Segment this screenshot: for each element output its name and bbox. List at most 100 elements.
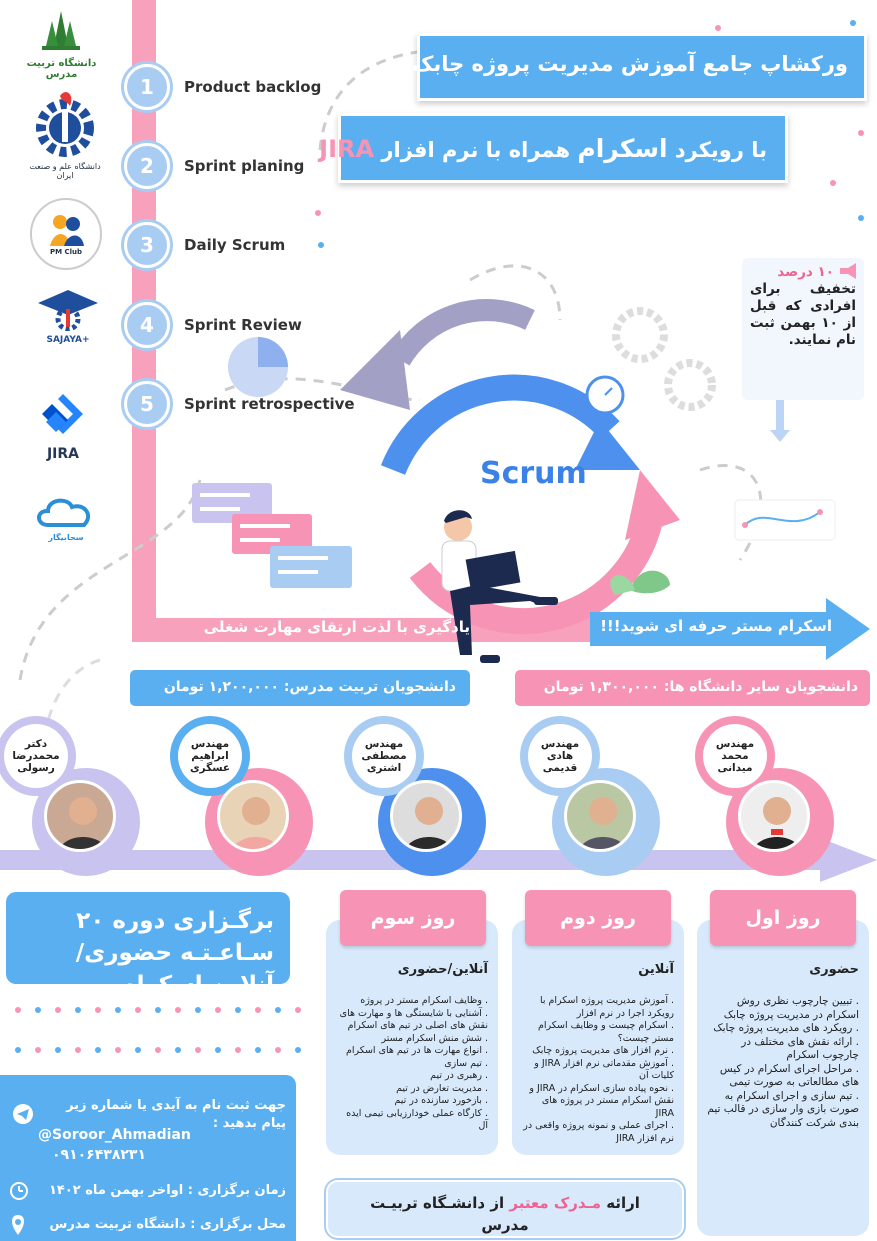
speaker-name: مهندس مصطفی اشتری — [352, 724, 416, 788]
sajaya-graduate-icon — [38, 290, 98, 332]
step-number: 5 — [124, 381, 170, 427]
decor-dot — [850, 20, 856, 26]
megaphone-icon — [840, 263, 856, 279]
cloud-icon — [37, 498, 91, 527]
day-mode: آنلاین/حضوری — [397, 962, 488, 977]
certificate-post: از دانشـگاه تربیـت مدرس — [370, 1194, 529, 1234]
alarm-clock-icon — [10, 1182, 28, 1200]
speaker-photo — [217, 780, 289, 852]
logo-iust: دانشگاه علم و صنعت ایران — [20, 88, 110, 180]
dotted-separator — [15, 1007, 301, 1053]
decor-dot — [830, 180, 836, 186]
speaker-name: دکتر محمدرضا رسولی — [4, 724, 68, 788]
step-label: Sprint planing — [184, 157, 305, 175]
speaker-photo — [564, 780, 636, 852]
step-number: 2 — [124, 143, 170, 189]
step-4: 4 Sprint Review — [124, 302, 302, 348]
step-label: Daily Scrum — [184, 236, 286, 254]
step-number: 1 — [124, 64, 170, 110]
logo-pmclub-text: PM Club — [49, 248, 83, 256]
logo-sajaya: SAJAYA+ — [28, 285, 108, 355]
contact-telegram[interactable]: @Soroor_Ahmadian — [38, 1127, 191, 1143]
contact-box: جهت ثبت نام به آیدی یا شماره زیر پیام بد… — [0, 1075, 296, 1241]
iust-gear-icon — [36, 92, 94, 157]
speaker-name: مهندس ابراهیم عسگری — [178, 724, 242, 788]
location-pin-icon — [11, 1215, 25, 1235]
contact-time: زمان برگزاری : اواخر بهمن ماه ۱۴۰۲ — [48, 1183, 286, 1198]
speaker-name: مهندس محمد میدانی — [703, 724, 767, 788]
day-item: . تیم سازی و اجرای اسکرام به صورت بازی و… — [707, 1089, 859, 1129]
day-item: . کارگاه عملی خودارزیابی تیمی ایده آل — [346, 1107, 488, 1132]
jira-icon — [42, 394, 83, 434]
decor-dot — [318, 242, 324, 248]
discount-highlight: ۱۰ درصد — [777, 264, 834, 280]
title-line-1: ورکشاپ جامع آموزش مدیریت پروژه چابک — [412, 33, 867, 101]
speakers-row: دکتر محمدرضا رسولی مهندس ابراهیم عسگری م… — [0, 720, 877, 876]
day-item: . اسکرام چیست و وظایف اسکرام مستر چیست؟ — [538, 1020, 674, 1044]
step-label: Sprint Review — [184, 316, 302, 334]
day-item: . وظایف اسکرام مستر در پروژه — [360, 995, 488, 1006]
day-item: . بازخورد سازنده در تیم — [394, 1095, 488, 1106]
day-item: . شش منش اسکرام مستر — [381, 1032, 488, 1044]
scrum-label: Scrum — [480, 456, 587, 491]
step-3: 3 Daily Scrum — [124, 222, 285, 268]
speaker-photo — [738, 780, 810, 852]
day-item: . رهبری در تیم — [430, 1070, 488, 1081]
price-others-value: ۱,۳۰۰,۰۰۰ تومان — [543, 679, 659, 695]
logo-sajaya-text: SAJAYA+ — [46, 335, 90, 345]
day-item: . اجرای عملی و نمونه پروژه واقعی در نرم … — [523, 1120, 674, 1144]
speaker-name: مهندس هادی قدیمی — [528, 724, 592, 788]
banner-left: یادگیری با لذت ارتقای مهارت شغلی — [203, 618, 470, 636]
price-others-label: دانشجویان سایر دانشگاه ها: — [663, 679, 858, 695]
pmclub-people-icon — [50, 215, 84, 246]
step-1: 1 Product backlog — [124, 64, 321, 110]
title-line-2-jira: JIRA — [319, 135, 375, 163]
day-mode: آنلاین — [638, 962, 674, 977]
banner-right-arrow — [590, 598, 872, 660]
certificate-pre: ارائه — [606, 1194, 640, 1212]
decor-dot — [315, 210, 321, 216]
title-line-1-text: ورکشاپ جامع آموزش مدیریت پروژه چابک — [411, 52, 848, 76]
person-laptop-illustration — [441, 510, 558, 663]
day-item: . نرم افزار های مدیریت پروژه چابک — [532, 1045, 674, 1056]
day-mode: حضوری — [809, 962, 859, 977]
title-line-2-mid: همراه با نرم افزار — [381, 138, 571, 162]
day-card-1: حضوری . تبیین چارچوب نظری روش اسکرام در … — [697, 920, 869, 1236]
day-item: . مراحل اجرای اسکرام در کیس های مطالعاتی… — [719, 1062, 859, 1089]
arrow-right-shape — [590, 598, 870, 660]
decor-dot — [858, 215, 864, 221]
certificate-bold: مـدرک معتبر — [509, 1194, 601, 1212]
day-item: . آشنایی با شایستگی ها و مهارت های نقش ه… — [339, 1007, 488, 1032]
day-item: . انواع مهارت ها در تیم های اسکرام — [345, 1045, 488, 1056]
day-item: . ارائه نقش های مختلف در چارچوب اسکرام — [741, 1035, 859, 1062]
title-line-2: با رویکرد اسکرام همراه با نرم افزار JIRA — [319, 113, 788, 183]
title-line-2-pre: با رویکرد — [674, 138, 767, 162]
logo-pmclub: PM Club — [30, 198, 102, 270]
day-item: . رویکرد های مدیریت پروژه چابک — [713, 1022, 859, 1034]
price-others: دانشجویان سایر دانشگاه ها: ۱,۳۰۰,۰۰۰ توم… — [515, 670, 870, 706]
discount-text: تخفیف برای افرادی که قبل از ۱۰ بهمن ثبت … — [750, 281, 856, 348]
decor-dot — [858, 130, 864, 136]
certificate-box: ارائه مـدرک معتبر از دانشـگاه تربیـت مدر… — [326, 1180, 684, 1238]
logo-cloud-text: سحابیگار — [48, 533, 84, 542]
day-item: . آموزش مدیریت پروژه اسکرام با رویکرد اج… — [539, 995, 674, 1019]
day-item: . تبیین چارچوب نظری روش اسکرام در مدیریت… — [723, 995, 859, 1021]
price-modares: دانشجویان تربیت مدرس: ۱,۲۰۰,۰۰۰ تومان — [130, 670, 470, 706]
day-title-1: روز اول — [710, 890, 856, 946]
day-item: . نحوه پیاده سازی اسکرام در JIRA و نقش ا… — [529, 1082, 674, 1119]
course-box: برگـزاری دوره ۲۰ سـاعـتـه حضوری/آنلاین ا… — [6, 892, 290, 998]
contact-place: محل برگزاری : دانشگاه تربیت مدرس — [49, 1217, 286, 1232]
telegram-icon — [13, 1104, 33, 1124]
step-label: Product backlog — [184, 78, 322, 96]
decor-dot — [715, 25, 721, 31]
speaker-photo — [390, 780, 462, 852]
contact-phone[interactable]: ۰۹۱۰۶۴۳۸۲۳۱ — [52, 1147, 146, 1163]
banner-right: اسکرام مستر حرفه ای شوید!!! — [600, 617, 832, 635]
step-label: Sprint retrospective — [184, 395, 355, 413]
discount-card: ۱۰ درصد تخفیف برای افرادی که قبل از ۱۰ ب… — [742, 258, 864, 400]
step-5: 5 Sprint retrospective — [124, 381, 355, 427]
logo-modares-text: دانشگاه تربیت مدرس — [26, 58, 97, 80]
day-title-2: روز دوم — [525, 890, 671, 946]
step-number: 4 — [124, 302, 170, 348]
logo-cloud: سحابیگار — [36, 495, 96, 545]
